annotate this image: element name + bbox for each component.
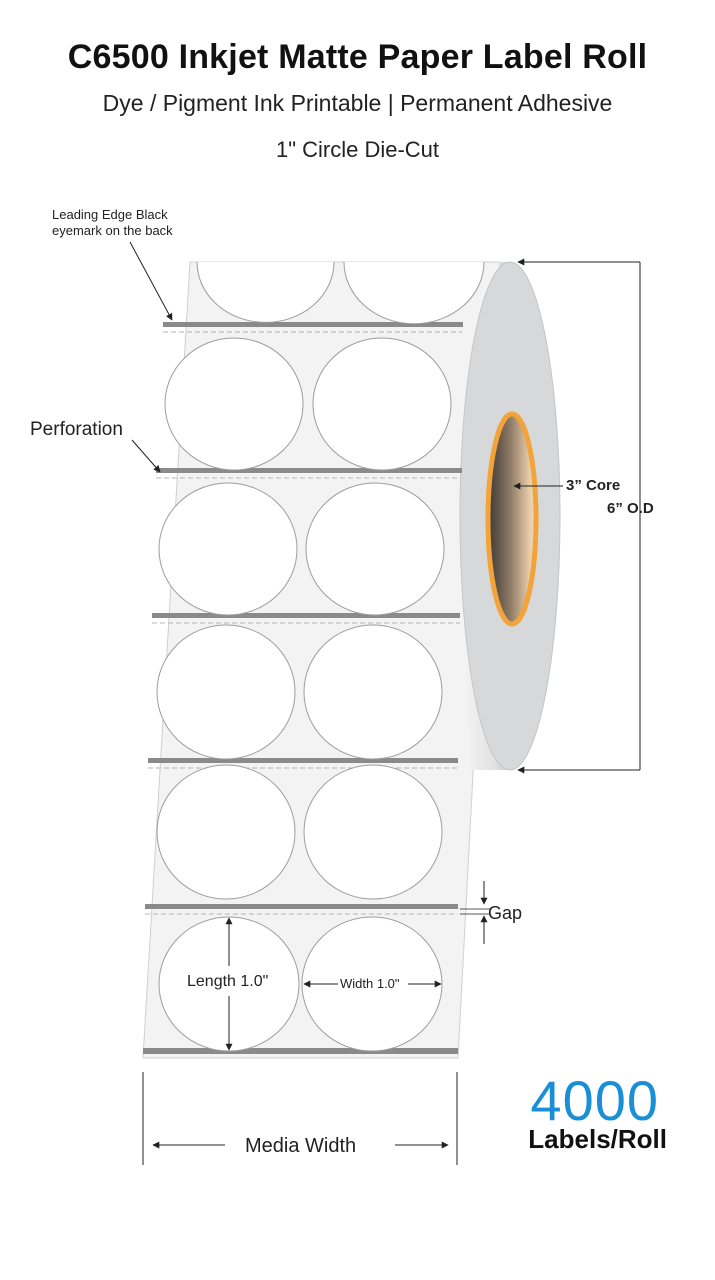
labels-count: 4000 <box>530 1069 659 1132</box>
label-circle <box>158 916 300 1052</box>
media-width-callout: Media Width <box>245 1135 357 1157</box>
label-circle <box>158 482 298 616</box>
label-circle <box>301 916 443 1052</box>
eyemark-callout-line1: Leading Edge Black <box>52 207 168 222</box>
eyemark-bar <box>148 758 458 763</box>
eyemark-pointer <box>129 241 173 321</box>
length-callout: Length 1.0" <box>187 973 269 990</box>
label-circle <box>303 764 443 900</box>
label-circle <box>156 764 296 900</box>
label-circle <box>343 261 485 325</box>
page-title: C6500 Inkjet Matte Paper Label Roll <box>67 38 648 76</box>
label-circle <box>196 261 335 323</box>
labels-per-roll-unit: Labels/Roll <box>528 1124 667 1154</box>
outer-diameter-callout: 6” O.D <box>607 500 654 517</box>
width-callout: Width 1.0" <box>340 976 400 991</box>
eyemark-bar <box>152 613 460 618</box>
circle-labels <box>156 261 485 1052</box>
die-cut-spec: 1" Circle Die-Cut <box>275 137 440 162</box>
eyemark-bar <box>145 904 458 909</box>
perforation-pointer <box>131 439 161 473</box>
label-circle <box>312 337 452 471</box>
page-subtitle: Dye / Pigment Ink Printable | Permanent … <box>102 90 613 116</box>
label-circle <box>164 337 304 471</box>
roll-core <box>485 411 539 627</box>
label-circle <box>305 482 445 616</box>
eyemark-bar <box>143 1048 458 1054</box>
eyemark-callout-line2: eyemark on the back <box>52 223 173 238</box>
eyemark-bar <box>156 468 462 473</box>
core-callout: 3” Core <box>566 477 621 494</box>
eyemark-callout: Leading Edge Black eyemark on the back <box>52 207 173 239</box>
perforation-callout: Perforation <box>30 419 123 440</box>
eyemark-bar <box>163 322 463 327</box>
label-circle <box>156 624 296 760</box>
gap-callout: Gap <box>488 903 523 923</box>
label-circle <box>303 624 443 760</box>
row-separators <box>143 322 463 1054</box>
